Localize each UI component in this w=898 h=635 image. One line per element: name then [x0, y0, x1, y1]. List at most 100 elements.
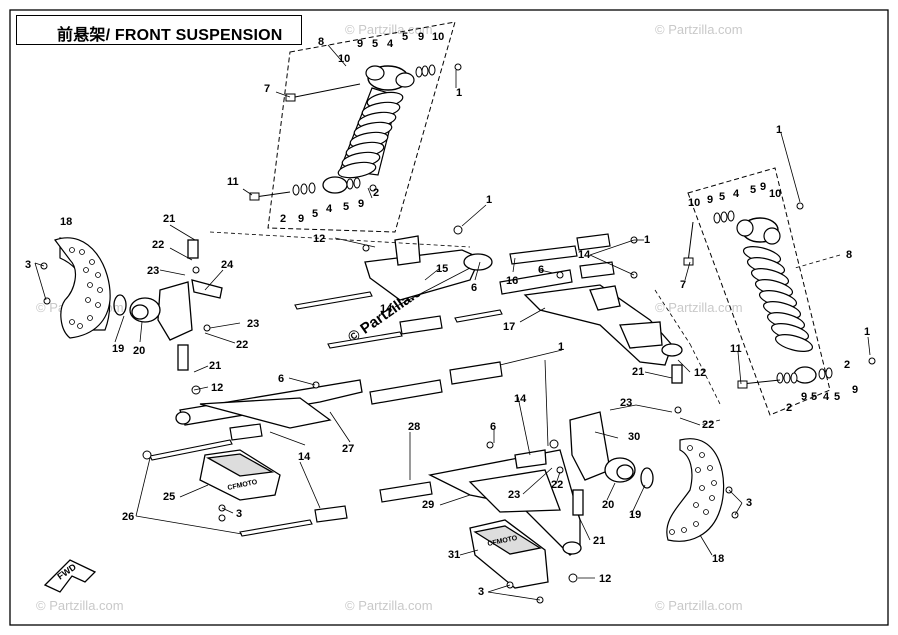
shock-dashed-group-right: [687, 167, 831, 416]
watermark: © Partzilla.com: [345, 598, 433, 613]
skid-plate-left: CFMOTO: [199, 449, 281, 501]
callout-12: 12: [694, 367, 706, 379]
callout-5: 5: [834, 391, 840, 403]
callout-10: 10: [688, 197, 700, 209]
callout-1: 1: [456, 87, 462, 99]
callout-5: 5: [811, 391, 817, 403]
skid-plate-right: CFMOTO: [469, 519, 549, 589]
callout-18: 18: [712, 553, 724, 565]
callout-17: 17: [503, 321, 515, 333]
callout-14: 14: [514, 393, 527, 405]
callout-9: 9: [707, 194, 713, 206]
callout-1: 1: [558, 341, 564, 353]
title-box: 前悬架/ FRONT SUSPENSION: [16, 15, 302, 45]
callout-6: 6: [471, 282, 477, 294]
callout-25: 25: [163, 491, 175, 503]
callout-23: 23: [620, 397, 632, 409]
callout-12: 12: [211, 382, 223, 394]
callout-1: 1: [486, 194, 492, 206]
watermark: © Partzilla.com: [36, 598, 124, 613]
callout-22: 22: [152, 239, 164, 251]
callout-2: 2: [373, 187, 379, 199]
callout-6: 6: [538, 264, 544, 276]
callout-14: 14: [578, 249, 591, 261]
callout-7: 7: [680, 279, 686, 291]
callout-19: 19: [112, 343, 124, 355]
callout-9: 9: [358, 198, 364, 210]
watermark: © Partzilla.com: [655, 22, 743, 37]
callout-22: 22: [236, 339, 248, 351]
callout-30: 30: [628, 431, 640, 443]
callout-3: 3: [25, 259, 31, 271]
callout-23: 23: [147, 265, 159, 277]
brake-disc-left: [54, 237, 111, 339]
page-title: 前悬架/ FRONT SUSPENSION: [57, 27, 283, 44]
callout-1: 1: [644, 234, 650, 246]
small-hardware: [40, 225, 739, 604]
callout-9: 9: [801, 391, 807, 403]
callout-24: 24: [221, 259, 234, 271]
left-shock-spring: [337, 91, 404, 179]
knuckle-left: [113, 239, 223, 371]
callout-9: 9: [418, 31, 424, 43]
pivot-tubes: [229, 233, 615, 523]
long-bolts: [149, 291, 503, 537]
callout-29: 29: [422, 499, 434, 511]
callout-3: 3: [746, 497, 752, 509]
callout-23: 23: [508, 489, 520, 501]
callout-6: 6: [278, 373, 284, 385]
callout-31: 31: [448, 549, 460, 561]
callout-26: 26: [122, 511, 134, 523]
callout-12: 12: [599, 573, 611, 585]
leader-lines: [34, 44, 871, 601]
callout-2: 2: [786, 402, 792, 414]
brake-disc-right: [666, 438, 725, 542]
callout-4: 4: [387, 38, 394, 50]
callout-10: 10: [338, 53, 350, 65]
fwd-arrow: FWD: [43, 559, 97, 593]
callout-9: 9: [760, 181, 766, 193]
callout-18: 18: [60, 216, 72, 228]
callout-14: 14: [298, 451, 311, 463]
callout-4: 4: [733, 188, 740, 200]
callout-21: 21: [632, 366, 644, 378]
callout-23: 23: [247, 318, 259, 330]
callout-9: 9: [357, 38, 363, 50]
callout-3: 3: [478, 586, 484, 598]
callout-22: 22: [551, 479, 563, 491]
knuckle-right: [569, 364, 683, 516]
callout-19: 19: [629, 509, 641, 521]
callout-22: 22: [702, 419, 714, 431]
callout-20: 20: [602, 499, 614, 511]
callout-3: 3: [236, 508, 242, 520]
upper-a-arm-right: [523, 284, 683, 366]
lower-a-arm-left: [175, 379, 363, 429]
left-shock-absorber: [249, 21, 462, 233]
callout-5: 5: [372, 38, 378, 50]
callout-11: 11: [730, 343, 742, 355]
callout-5: 5: [312, 208, 318, 220]
upper-a-arm-left: [364, 235, 493, 301]
callout-4: 4: [823, 391, 830, 403]
watermark: © Partzilla.com: [655, 300, 743, 315]
callout-10: 10: [769, 188, 781, 200]
callout-1: 1: [776, 124, 782, 136]
callout-2: 2: [844, 359, 850, 371]
right-shock-absorber: [683, 167, 876, 416]
callout-7: 7: [264, 83, 270, 95]
watermark: © Partzilla.com: [655, 598, 743, 613]
callout-21: 21: [593, 535, 605, 547]
callout-14: 14: [380, 303, 393, 315]
callout-1: 1: [864, 326, 870, 338]
callout-5: 5: [343, 201, 349, 213]
callout-12: 12: [313, 233, 325, 245]
callout-20: 20: [133, 345, 145, 357]
callout-10: 10: [432, 31, 444, 43]
callout-6: 6: [490, 421, 496, 433]
callout-8: 8: [846, 249, 852, 261]
callout-15: 15: [436, 263, 448, 275]
callout-5: 5: [719, 191, 725, 203]
